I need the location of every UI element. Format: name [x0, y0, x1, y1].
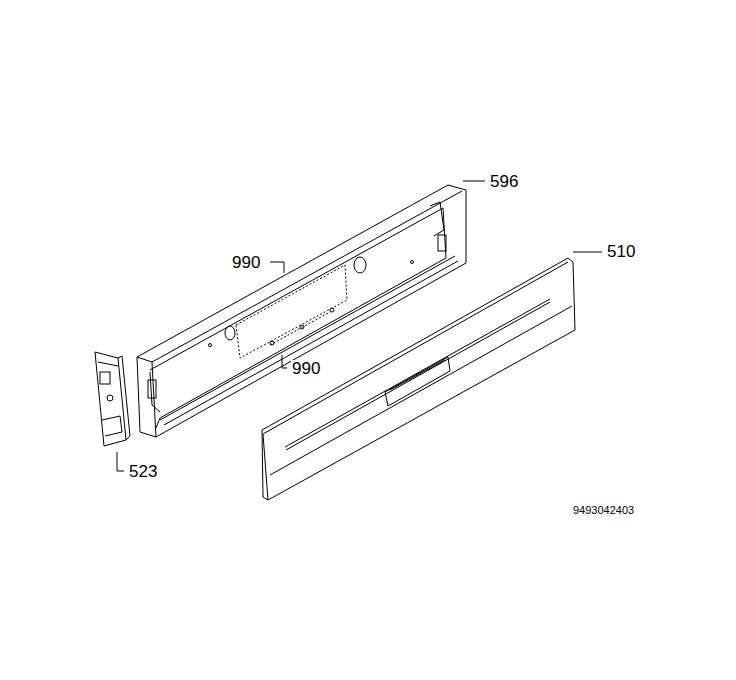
control-panel-front [262, 258, 575, 500]
callout-number: 523 [128, 463, 158, 480]
drawing-number: 9493042403 [572, 505, 635, 516]
callout-number: 990 [231, 254, 261, 271]
side-bracket [95, 352, 130, 446]
callout-number: 596 [489, 173, 519, 190]
control-panel-frame [137, 185, 466, 437]
callout-number: 510 [606, 243, 636, 260]
leader-lines [117, 181, 602, 471]
callout-number: 990 [291, 360, 321, 377]
